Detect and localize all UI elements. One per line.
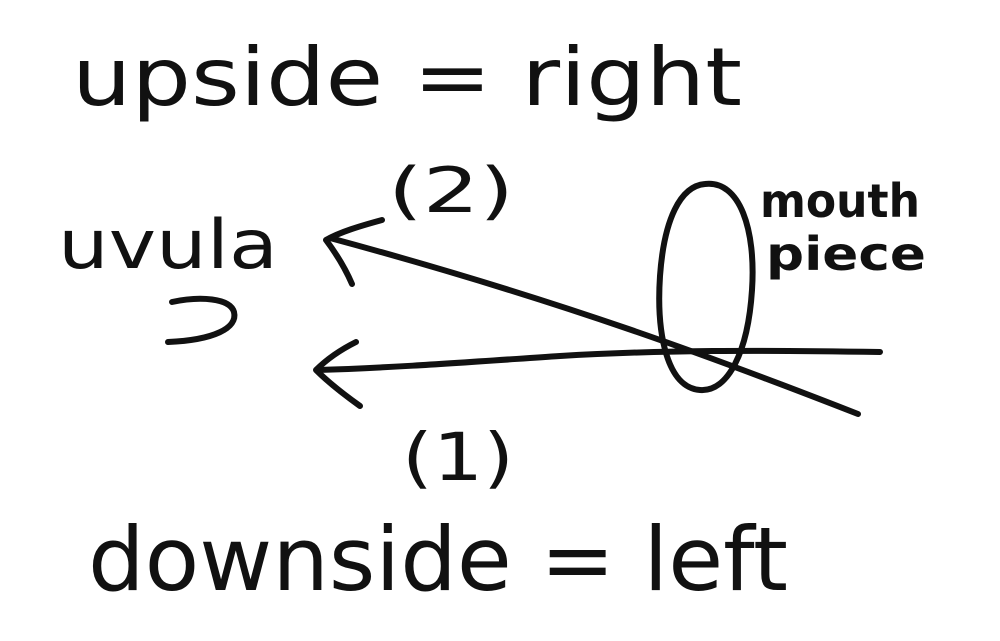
uvula-label: uvula [58,206,278,285]
bottom-caption: downside = left [88,508,788,611]
arrow-path-1 [315,347,883,373]
arrow-path-2 [327,235,861,417]
path-label-1: (1) [402,419,514,496]
mouthpiece-ellipse [656,180,756,394]
path-label-2: (2) [388,154,514,227]
uvula-hook-mark [165,295,238,345]
arrow-head-2 [323,217,385,287]
arrow-head-1 [313,339,363,409]
top-caption: upside = right [72,31,742,124]
mouthpiece-label-line2: piece [766,227,926,281]
mouthpiece-label-line1: mouth [760,174,920,228]
